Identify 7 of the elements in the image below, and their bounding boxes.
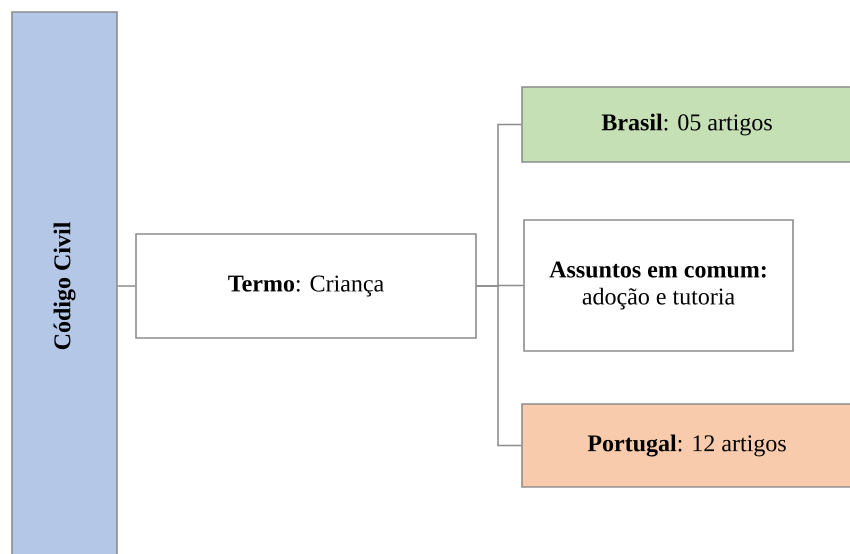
connector-line: [118, 285, 136, 287]
category-box: Portugal: 12 artigos: [521, 403, 850, 488]
term-box: Termo: Criança: [135, 233, 477, 339]
vertical-bar: Código Civil: [11, 11, 118, 554]
category-box: Brasil: 05 artigos: [521, 86, 850, 163]
category-box: Assuntos em comum: adoção e tutoria: [523, 219, 794, 352]
connector-line: [476, 285, 522, 446]
